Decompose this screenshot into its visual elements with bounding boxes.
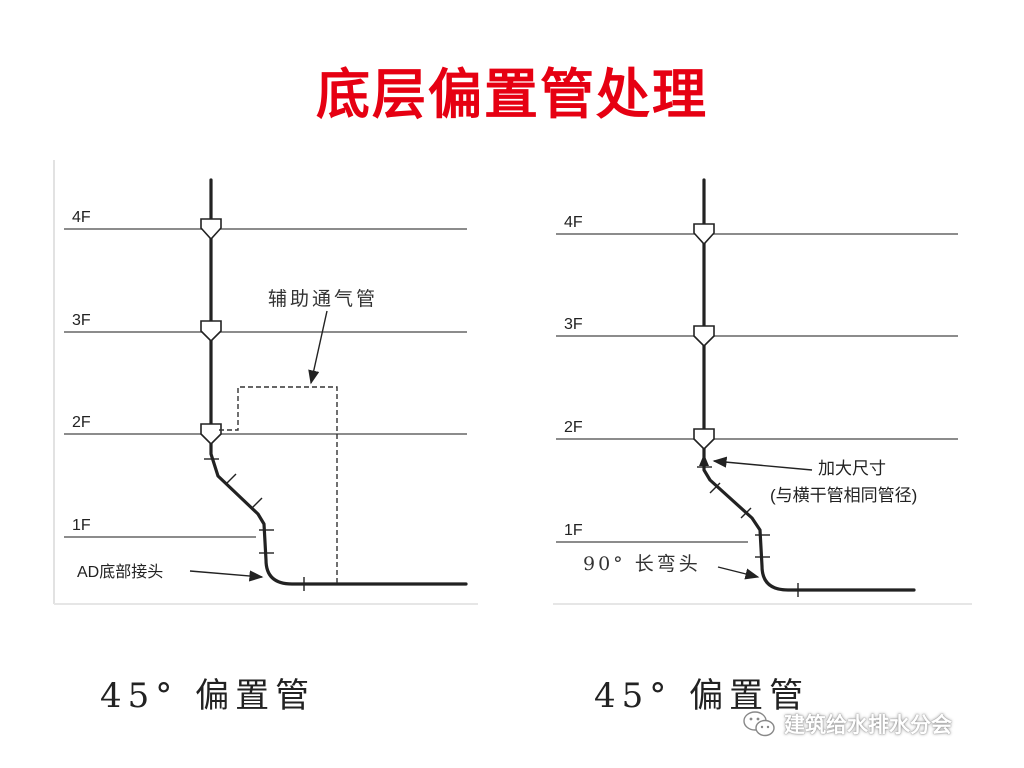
left-bottom-label: AD底部接头	[77, 563, 163, 581]
right-floor-label-2f: 2F	[564, 419, 583, 436]
right-elbow-arrow	[717, 566, 760, 580]
watermark: 建筑给水排水分会	[742, 704, 1012, 744]
left-floor-label-4f: 4F	[72, 209, 91, 226]
right-fittings	[693, 223, 715, 451]
right-enlarge-arrow	[712, 456, 813, 471]
watermark-text: 建筑给水排水分会	[784, 713, 952, 737]
right-enlarge-note: (与横干管相同管径)	[770, 486, 917, 505]
right-fitting-2f	[693, 428, 715, 451]
left-vent-arrow	[308, 310, 328, 385]
left-fitting-2f	[200, 423, 222, 446]
right-enlarge-label: 加大尺寸	[818, 459, 886, 478]
right-elbow-label: 90° 长弯头	[583, 553, 701, 575]
left-floor-labels: 4F 3F 2F 1F	[72, 209, 91, 534]
left-vent-label: 辅助通气管	[268, 288, 378, 310]
right-caption: 45° 偏置管	[594, 676, 810, 716]
right-riser-pipe	[702, 178, 916, 592]
left-fitting-3f	[200, 320, 222, 343]
left-vent-pipe	[219, 386, 338, 584]
right-floor-lines	[556, 233, 958, 543]
right-floor-labels: 4F 3F 2F 1F	[564, 214, 583, 539]
left-bottom-arrow	[189, 570, 264, 582]
left-caption: 45° 偏置管	[100, 676, 316, 716]
right-fitting-4f	[693, 223, 715, 246]
left-floor-label-2f: 2F	[72, 414, 91, 431]
left-panel	[53, 160, 478, 605]
left-joint-ticks	[204, 458, 305, 591]
left-floor-lines	[64, 228, 467, 538]
left-fitting-4f	[200, 218, 222, 241]
right-joint-ticks	[697, 466, 799, 597]
right-floor-label-4f: 4F	[564, 214, 583, 231]
right-floor-label-3f: 3F	[564, 316, 583, 333]
left-floor-label-1f: 1F	[72, 517, 91, 534]
right-enlarged-marker	[699, 454, 709, 466]
left-riser-pipe	[209, 178, 468, 586]
left-floor-label-3f: 3F	[72, 312, 91, 329]
page-title: 底层偏置管处理	[316, 62, 708, 126]
right-floor-label-1f: 1F	[564, 522, 583, 539]
wechat-icon	[743, 711, 775, 737]
right-fitting-3f	[693, 325, 715, 348]
left-fittings	[200, 218, 222, 446]
